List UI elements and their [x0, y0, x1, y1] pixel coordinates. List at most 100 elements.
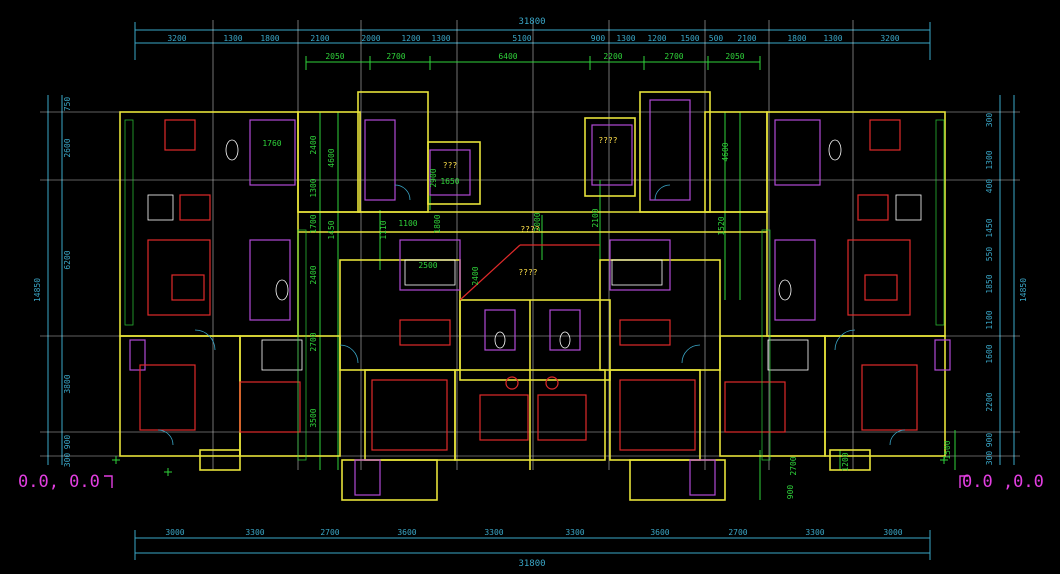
bottom-dim-label: 3000: [165, 528, 184, 537]
origin-arrow-icon: [104, 475, 113, 488]
green-dim-label: 2050: [725, 52, 744, 61]
right-dim-label: 1300: [985, 150, 994, 169]
room-tag: ????: [518, 268, 537, 277]
right-dim-label: 1450: [985, 218, 994, 237]
right-dim-label: 1850: [985, 274, 994, 293]
left-dim-label: 900: [63, 435, 72, 450]
top-dim-label: 1800: [787, 34, 806, 43]
inner-dim-label: 2400: [309, 265, 318, 284]
inner-dim-label: 1520: [717, 216, 726, 235]
bottom-dim-label: 3300: [484, 528, 503, 537]
room-tag: ????: [520, 225, 539, 234]
inner-dim-label: 1500: [943, 440, 952, 459]
inner-dim-label: 2500: [418, 261, 437, 270]
walls: [119, 91, 946, 501]
right-dim-label: 300: [985, 113, 994, 128]
inner-dim-label: 4600: [327, 148, 336, 167]
plus-markers: [112, 456, 948, 476]
inner-dim-label: 1300: [309, 178, 318, 197]
overall-height-left: 14850: [33, 278, 42, 302]
green-dim-label: 6400: [498, 52, 517, 61]
right-dim-label: 1600: [985, 344, 994, 363]
bottom-dim-label: 3600: [650, 528, 669, 537]
top-dim-label: 1300: [223, 34, 242, 43]
inner-dim-label: 2400: [309, 135, 318, 154]
right-dimensions: 300 1300 400 1450 550 1850 1100 1600 220…: [985, 113, 994, 466]
furniture: [139, 119, 918, 451]
top-dim-label: 1200: [401, 34, 420, 43]
inner-dim-label: 1800: [433, 214, 442, 233]
inner-dim-label: 1650: [440, 177, 459, 186]
origin-arrow-icon: [959, 475, 968, 488]
inner-dim-label: 2100: [591, 208, 600, 227]
inner-dim-label: 1760: [262, 139, 281, 148]
inner-dim-label: 1200: [841, 452, 850, 471]
inner-dim-label: 1450: [327, 220, 336, 239]
left-dimensions: 750 2600 6200 3800 900 300: [63, 97, 72, 468]
top-dimensions-row1: 3200 1300 1800 2100 2000 1200 1300 5100 …: [167, 34, 899, 43]
top-dimensions-row2: 2050 2700 6400 2200 2700 2050: [325, 52, 744, 61]
left-dim-label: 750: [63, 97, 72, 112]
inner-dim-label: 900: [786, 485, 795, 500]
bottom-dim-label: 3000: [883, 528, 902, 537]
right-dim-label: 900: [985, 433, 994, 448]
inner-dim-label: 1110: [379, 220, 388, 239]
top-dim-label: 3200: [880, 34, 899, 43]
origin-marker-left: 0.0, 0.0: [18, 472, 113, 492]
door-swings: [157, 184, 906, 446]
inner-dim-label: 1700: [309, 214, 318, 233]
green-dim-label: 2050: [325, 52, 344, 61]
right-dim-label: 550: [985, 247, 994, 262]
top-dim-label: 900: [591, 34, 606, 43]
bottom-dim-label: 2700: [320, 528, 339, 537]
left-dim-label: 2600: [63, 138, 72, 157]
bottom-dim-label: 3300: [565, 528, 584, 537]
top-dim-label: 3200: [167, 34, 186, 43]
top-dim-label: 1500: [680, 34, 699, 43]
inner-dim-label: 2000: [533, 212, 542, 231]
inner-dim-label: 2700: [309, 332, 318, 351]
inner-dimensions: 1760 2400 4600 1300 1700 1450 2400 2700 …: [262, 135, 952, 499]
top-dim-label: 1800: [260, 34, 279, 43]
origin-marker-right: 0.0 ,0.0: [959, 472, 1044, 492]
green-dimension-lines: [305, 56, 956, 500]
top-dim-label: 2100: [737, 34, 756, 43]
green-dim-label: 2700: [664, 52, 683, 61]
bottom-dim-label: 3300: [245, 528, 264, 537]
top-dim-label: 500: [709, 34, 724, 43]
left-dim-label: 6200: [63, 250, 72, 269]
bottom-dim-label: 3300: [805, 528, 824, 537]
top-dim-label: 2000: [361, 34, 380, 43]
origin-label-left: 0.0, 0.0: [18, 472, 100, 492]
left-dim-label: 3800: [63, 374, 72, 393]
top-dim-label: 1200: [647, 34, 666, 43]
inner-dim-label: 3500: [309, 408, 318, 427]
green-room-outlines: [124, 119, 945, 461]
right-dim-label: 400: [985, 179, 994, 194]
top-dim-label: 2100: [310, 34, 329, 43]
right-dim-label: 300: [985, 451, 994, 466]
inner-dim-label: 2700: [789, 456, 798, 475]
bottom-dimensions: 3000 3300 2700 3600 3300 3300 3600 2700 …: [165, 528, 902, 537]
overall-height-right: 14850: [1019, 278, 1028, 302]
room-tags: ??? ???? ???? ????: [443, 136, 618, 277]
inner-dim-label: 2900: [429, 168, 438, 187]
overall-width-top: 31800: [518, 17, 545, 27]
green-dim-label: 2700: [386, 52, 405, 61]
inner-dim-label: 4600: [721, 142, 730, 161]
dimension-frame: [47, 22, 1015, 560]
inner-dim-label: 2400: [471, 266, 480, 285]
white-details: [147, 139, 922, 371]
top-dim-label: 1300: [823, 34, 842, 43]
bottom-dim-label: 2700: [728, 528, 747, 537]
left-dim-label: 300: [63, 453, 72, 468]
fixtures: [129, 99, 951, 496]
right-dim-label: 1100: [985, 310, 994, 329]
top-dim-label: 1300: [616, 34, 635, 43]
inner-dim-label: 1100: [398, 219, 417, 228]
room-tag: ????: [598, 136, 617, 145]
top-dim-label: 1300: [431, 34, 450, 43]
overall-width-bottom: 31800: [518, 559, 545, 569]
bottom-dim-label: 3600: [397, 528, 416, 537]
